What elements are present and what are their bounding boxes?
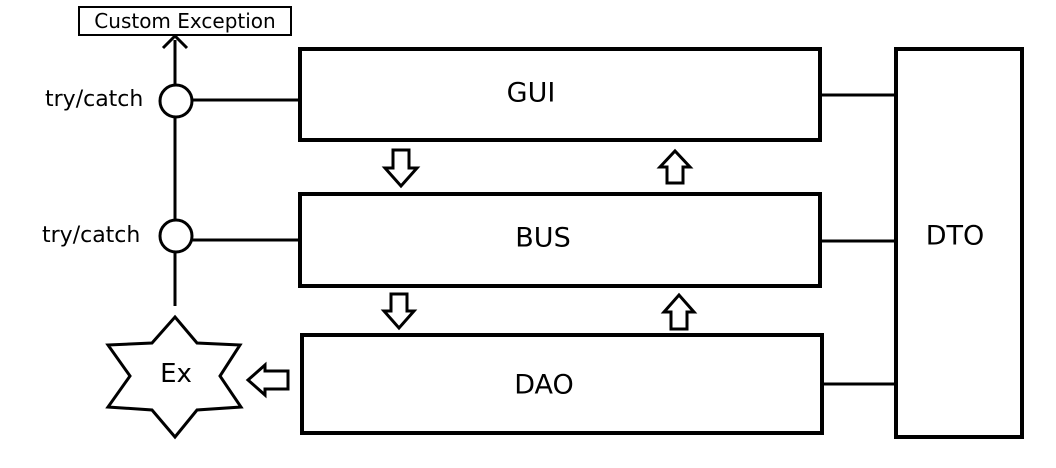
up-arrow-bus-gui (656, 148, 694, 185)
custom-exception-label: Custom Exception (78, 6, 292, 36)
exception-source-label: Ex (160, 359, 192, 389)
down-arrow-gui-bus (381, 148, 421, 189)
gui-layer-box (298, 47, 822, 142)
up-arrow-dao-bus (660, 292, 698, 331)
gui-layer-label: GUI (506, 77, 556, 109)
exception-star-icon (105, 314, 244, 440)
dto-label: DTO (925, 220, 985, 252)
dto-box (894, 47, 1024, 439)
propagation-arrowhead (161, 33, 189, 50)
trycatch-label-gui: try/catch (45, 87, 144, 112)
left-arrow-dao-ex (245, 361, 290, 399)
trycatch-label-bus: try/catch (42, 223, 141, 248)
trycatch-circle-bus (158, 218, 194, 254)
trycatch-circle-gui (158, 83, 194, 119)
bus-layer-label: BUS (515, 222, 571, 254)
dao-layer-label: DAO (514, 369, 574, 401)
down-arrow-bus-dao (380, 292, 418, 331)
